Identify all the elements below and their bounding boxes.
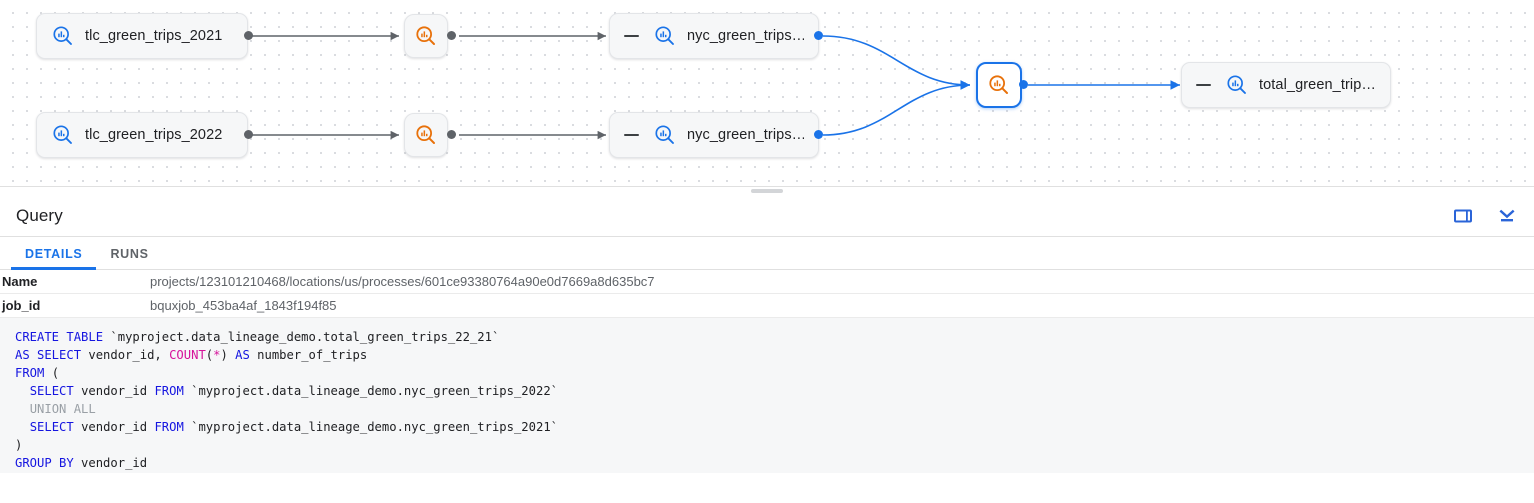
sql-token (15, 402, 30, 416)
sql-token: SELECT (29, 384, 82, 398)
sql-token: COUNT (169, 348, 206, 362)
collapse-node-icon[interactable] (624, 35, 639, 37)
panel-splitter[interactable] (0, 186, 1534, 195)
sql-line: SELECT vendor_id FROM `myproject.data_li… (15, 418, 1534, 436)
sql-token: UNION ALL (29, 402, 96, 416)
lineage-process-node-1[interactable] (404, 14, 448, 58)
lineage-process-node-selected[interactable] (976, 62, 1022, 108)
detail-value: projects/123101210468/locations/us/proce… (150, 274, 655, 289)
sql-token: FROM (15, 366, 52, 380)
sql-line: CREATE TABLE `myproject.data_lineage_dem… (15, 328, 1534, 346)
lineage-node-label: nyc_green_trips… (687, 127, 804, 143)
sql-token: GROUP BY (15, 456, 82, 470)
table-row: Name projects/123101210468/locations/us/… (0, 270, 1534, 294)
splitter-grab-handle[interactable] (751, 189, 783, 193)
bigquery-process-icon (989, 75, 1008, 94)
bigquery-process-icon (416, 125, 435, 144)
process-output-port[interactable] (447, 31, 456, 40)
sql-line: AS SELECT vendor_id, COUNT(*) AS number_… (15, 346, 1534, 364)
sql-line: GROUP BY vendor_id (15, 454, 1534, 472)
lineage-node-label: nyc_green_trips… (687, 28, 804, 44)
sql-token: vendor_id (81, 384, 155, 398)
sql-line: FROM ( (15, 364, 1534, 382)
sql-token: * (213, 348, 221, 362)
sql-token: vendor_id (81, 456, 148, 470)
detail-key: Name (2, 274, 38, 289)
sql-line: UNION ALL (15, 400, 1534, 418)
bigquery-table-icon (53, 26, 72, 45)
node-output-port[interactable] (244, 31, 253, 40)
sql-token: ) (220, 348, 236, 362)
process-output-port[interactable] (447, 130, 456, 139)
table-row: job_id bquxjob_453ba4af_1843f194f85 (0, 294, 1534, 318)
sql-token: AS (235, 348, 258, 362)
sql-line: ) (15, 436, 1534, 454)
chevron-down-bar-icon[interactable] (1496, 205, 1518, 227)
sql-token: SELECT (29, 420, 82, 434)
process-output-port[interactable] (1019, 80, 1028, 89)
page-title: Query (16, 205, 63, 225)
bigquery-process-icon (416, 26, 435, 45)
bigquery-table-icon (655, 26, 674, 45)
sql-token: FROM (154, 420, 192, 434)
sql-token: `myproject.data_lineage_demo.nyc_green_t… (191, 420, 558, 434)
bigquery-table-icon (53, 125, 72, 144)
sql-token: `myproject.data_lineage_demo.nyc_green_t… (191, 384, 558, 398)
lineage-node-label: tlc_green_trips_2021 (85, 28, 223, 44)
sql-token: ( (51, 366, 60, 380)
tab-details[interactable]: DETAILS (11, 247, 97, 270)
collapse-node-icon[interactable] (624, 134, 639, 136)
side-panel-icon[interactable] (1452, 205, 1474, 227)
node-output-port[interactable] (814, 130, 823, 139)
sql-token: ) (15, 438, 23, 452)
collapse-node-icon[interactable] (1196, 84, 1211, 86)
lineage-node-nyc-green-trips-top[interactable]: nyc_green_trips… (609, 13, 819, 59)
sql-token: `myproject.data_lineage_demo.total_green… (110, 330, 500, 344)
sql-token: number_of_trips (257, 348, 368, 362)
sql-code-block[interactable]: CREATE TABLE `myproject.data_lineage_dem… (0, 318, 1534, 473)
sql-token: vendor_id, (88, 348, 170, 362)
sql-token: FROM (154, 384, 192, 398)
bigquery-table-icon (1227, 75, 1246, 94)
bigquery-table-icon (655, 125, 674, 144)
details-table: Name projects/123101210468/locations/us/… (0, 270, 1534, 318)
lineage-canvas[interactable]: tlc_green_trips_2021 tlc_green_trips_202… (0, 0, 1534, 186)
sql-token (15, 384, 30, 398)
sql-token (15, 420, 30, 434)
detail-value: bquxjob_453ba4af_1843f194f85 (150, 298, 337, 313)
lineage-node-label: total_green_trip… (1259, 77, 1376, 93)
node-output-port[interactable] (244, 130, 253, 139)
lineage-node-tlc-green-trips-2022[interactable]: tlc_green_trips_2022 (36, 112, 248, 158)
lineage-process-node-2[interactable] (404, 113, 448, 157)
sql-source: CREATE TABLE `myproject.data_lineage_dem… (0, 328, 1534, 472)
lineage-node-total-green-trips[interactable]: total_green_trip… (1181, 62, 1391, 108)
sql-token: CREATE TABLE (15, 330, 111, 344)
sql-token: vendor_id (81, 420, 155, 434)
query-panel-tabs: DETAILS RUNS (0, 237, 1534, 270)
query-panel-header: Query (0, 195, 1534, 237)
tab-runs[interactable]: RUNS (110, 247, 149, 261)
lineage-node-label: tlc_green_trips_2022 (85, 127, 223, 143)
panel-header-actions (1452, 205, 1518, 227)
sql-line: SELECT vendor_id FROM `myproject.data_li… (15, 382, 1534, 400)
lineage-node-tlc-green-trips-2021[interactable]: tlc_green_trips_2021 (36, 13, 248, 59)
sql-token: AS SELECT (15, 348, 89, 362)
detail-key: job_id (2, 298, 41, 313)
sql-token: ( (205, 348, 214, 362)
node-output-port[interactable] (814, 31, 823, 40)
lineage-node-nyc-green-trips-bottom[interactable]: nyc_green_trips… (609, 112, 819, 158)
